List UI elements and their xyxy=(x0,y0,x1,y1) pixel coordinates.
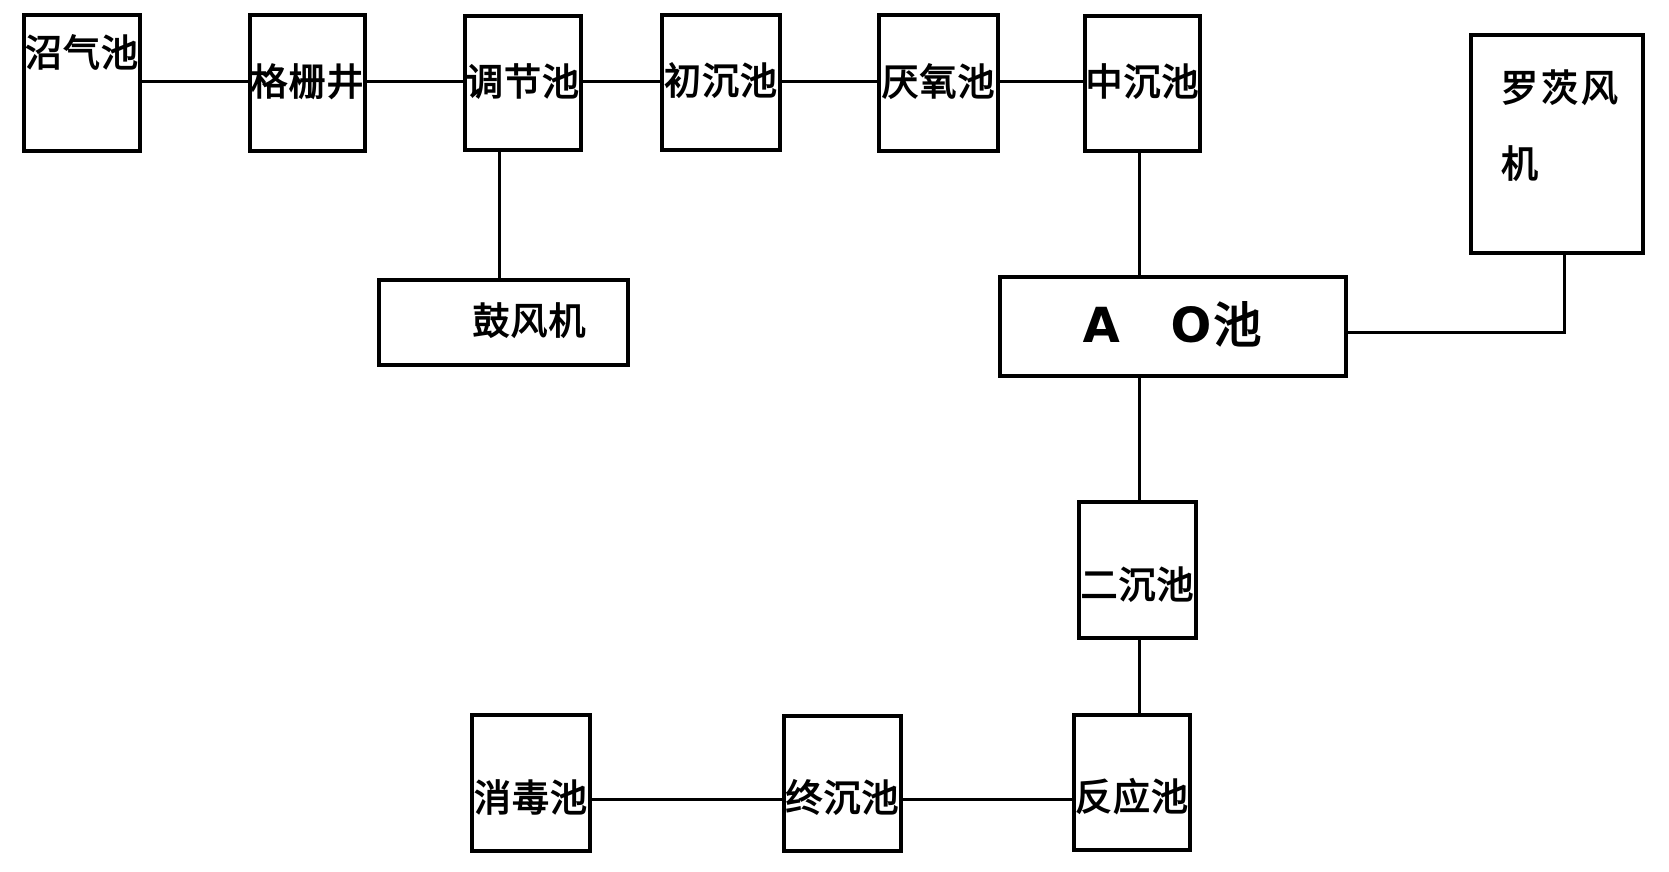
node-final-settling-pool-label: 终沉池 xyxy=(785,777,900,821)
node-ao-pool-label: A O池 xyxy=(1082,298,1264,355)
connector-ao-to-secondary xyxy=(1138,378,1141,500)
connector-roots-blower-vertical xyxy=(1563,255,1566,334)
node-regulating-pool: 调节池 xyxy=(463,14,583,152)
connector-anaerobic-to-middle xyxy=(1000,80,1083,83)
node-biogas-pool-label: 沼气池 xyxy=(25,31,139,75)
node-roots-blower-label: 罗茨风机 xyxy=(1501,67,1621,186)
node-reaction-pool-label: 反应池 xyxy=(1075,776,1189,820)
connector-regulating-to-primary xyxy=(583,80,660,83)
node-grille-well-label: 格栅井 xyxy=(250,60,365,104)
node-blower: 鼓风机 xyxy=(377,278,630,367)
node-reaction-pool: 反应池 xyxy=(1072,713,1192,852)
node-middle-settling-pool-label: 中沉池 xyxy=(1085,61,1200,105)
node-primary-settling-pool-label: 初沉池 xyxy=(664,60,778,104)
node-grille-well: 格栅井 xyxy=(248,13,367,153)
connector-regulating-to-blower xyxy=(498,152,501,278)
node-blower-label: 鼓风机 xyxy=(472,300,587,344)
connector-biogas-to-grille xyxy=(142,80,248,83)
node-disinfection-pool-label: 消毒池 xyxy=(474,776,588,820)
node-regulating-pool-label: 调节池 xyxy=(466,60,580,104)
node-secondary-settling-pool: 二沉池 xyxy=(1077,500,1198,640)
connector-secondary-to-reaction xyxy=(1138,640,1141,713)
connector-middle-to-ao xyxy=(1138,153,1141,275)
node-roots-blower: 罗茨风机 xyxy=(1469,33,1645,255)
connector-primary-to-anaerobic xyxy=(782,80,877,83)
connector-roots-blower-to-ao xyxy=(1348,331,1566,334)
node-middle-settling-pool: 中沉池 xyxy=(1083,14,1202,153)
node-biogas-pool: 沼气池 xyxy=(22,13,142,153)
node-final-settling-pool: 终沉池 xyxy=(782,714,903,853)
node-ao-pool: A O池 xyxy=(998,275,1348,378)
connector-reaction-to-final xyxy=(903,798,1072,801)
node-secondary-settling-pool-label: 二沉池 xyxy=(1080,563,1195,607)
node-anaerobic-pool-label: 厌氧池 xyxy=(881,60,996,104)
connector-final-to-disinfection xyxy=(592,798,782,801)
node-primary-settling-pool: 初沉池 xyxy=(660,13,782,152)
node-disinfection-pool: 消毒池 xyxy=(470,713,592,853)
connector-grille-to-regulating xyxy=(367,80,463,83)
node-anaerobic-pool: 厌氧池 xyxy=(877,13,1000,153)
